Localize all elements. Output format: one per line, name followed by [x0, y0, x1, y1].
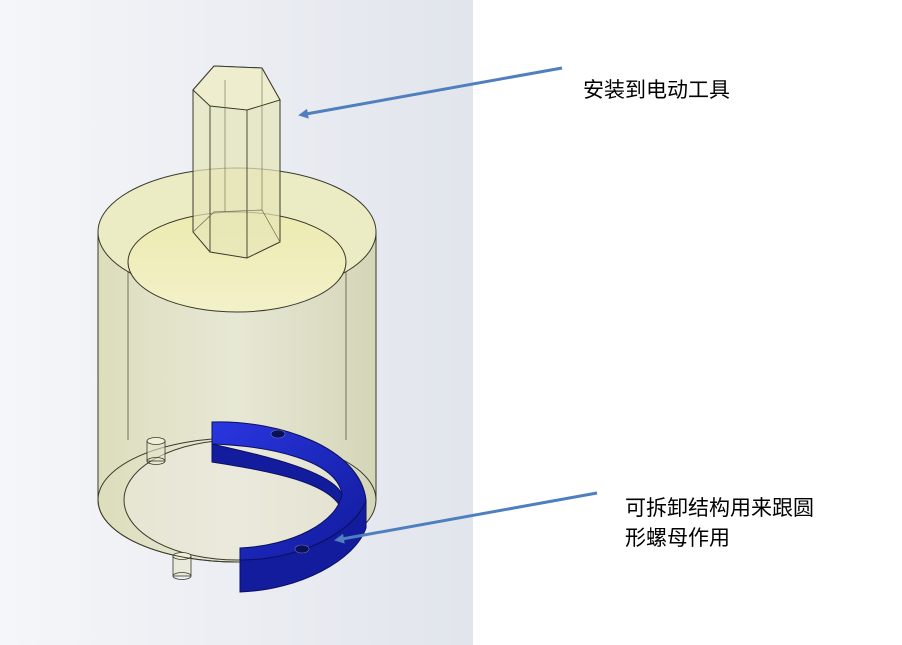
annotation-label-nut-line1: 可拆卸结构用来跟圆 [625, 496, 814, 520]
arrow-to-shaft [298, 66, 563, 119]
locating-pin-2 [172, 552, 192, 580]
locating-pin-1 [146, 437, 166, 465]
nut-hole-2 [294, 544, 310, 554]
hex-shaft [192, 65, 281, 259]
nut-hole-1 [270, 429, 286, 439]
arrow-to-nut [334, 491, 598, 544]
detachable-half-nut [211, 421, 367, 593]
annotation-label-nut: 可拆卸结构用来跟圆 形螺母作用 [625, 493, 814, 553]
annotation-label-nut-line2: 形螺母作用 [625, 526, 730, 550]
cylinder-bottom-outer-front [97, 499, 241, 563]
annotation-label-shaft: 安装到电动工具 [583, 78, 730, 102]
